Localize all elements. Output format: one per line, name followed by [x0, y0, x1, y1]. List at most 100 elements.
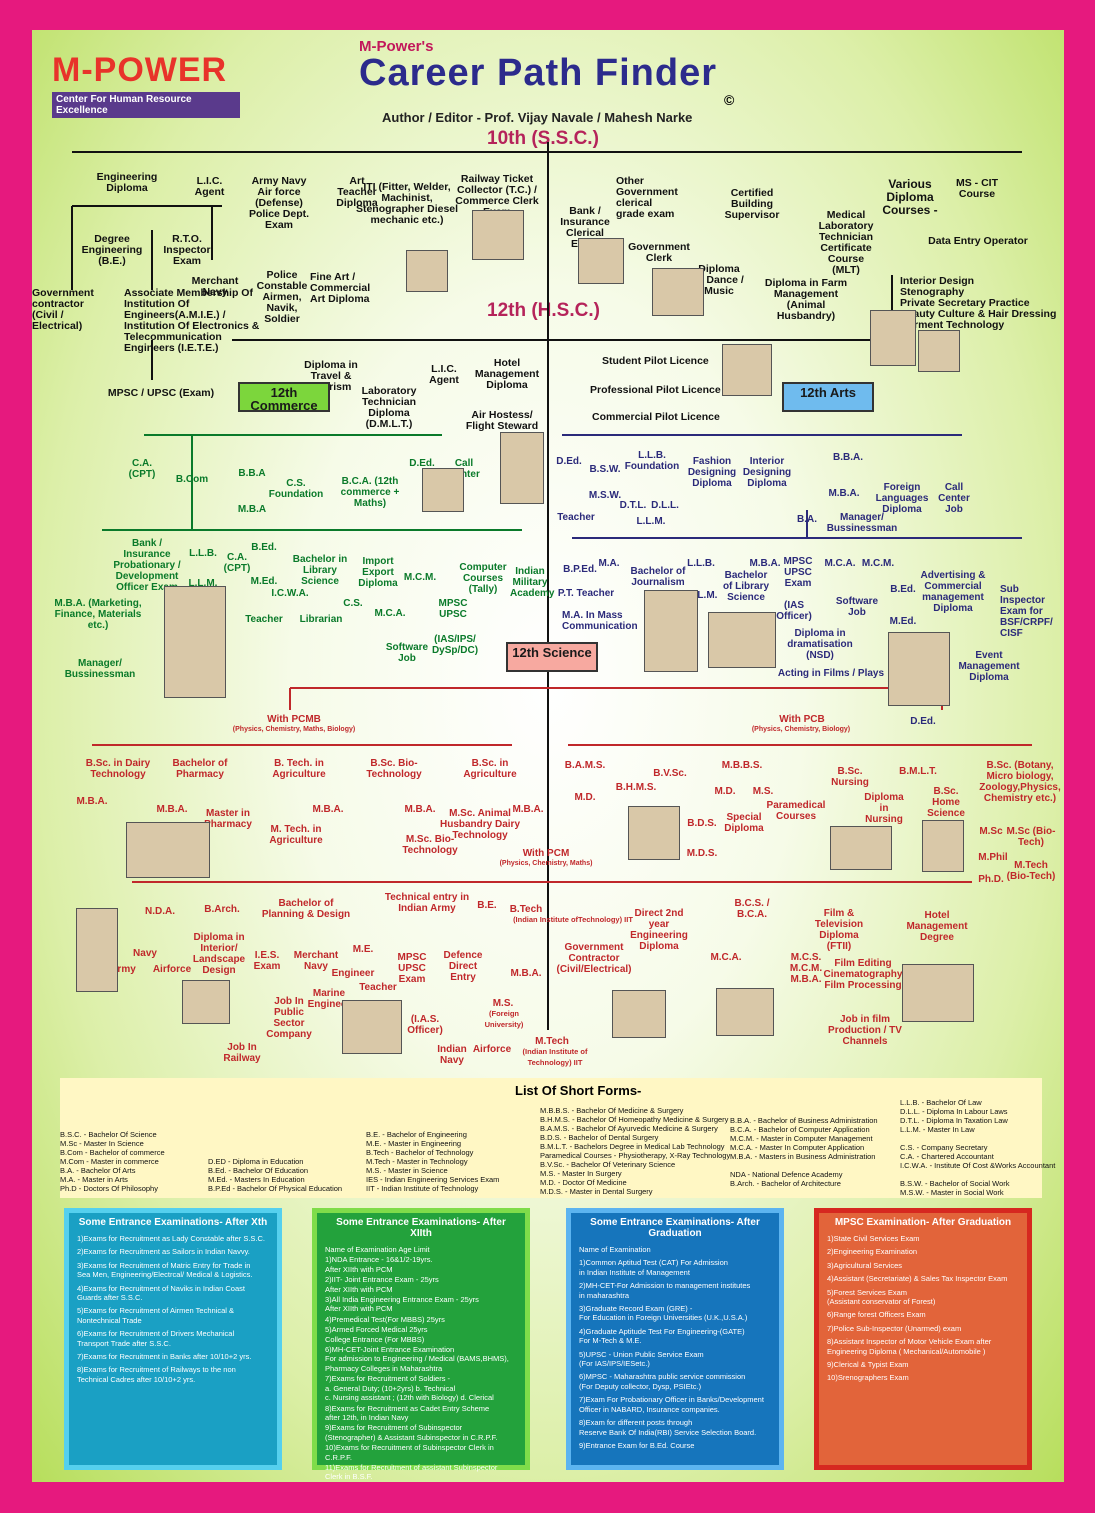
node-advertising: Advertising & Commercial management Dipl… — [920, 570, 986, 614]
node-pcm-mtech: M.Tech — [535, 1036, 569, 1047]
node-dll: D.L.L. — [651, 500, 679, 511]
node-com-llm: L.L.M. — [188, 578, 218, 589]
short-form: L.L.B. - Bachelor Of Law — [900, 1098, 982, 1107]
hub-arts: 12th Arts — [782, 382, 874, 412]
node-bsc-biotech: B.Sc. Bio-Technology — [366, 758, 422, 780]
artist-illustration — [406, 250, 448, 292]
node-various-diploma: Various Diploma Courses - — [882, 177, 938, 217]
node-fine-art: Fine Art / Commercial Art Diploma — [310, 271, 371, 305]
level-hsc: 12th (H.S.C.) — [487, 300, 600, 321]
exam-item: 7)Police Sub-Inspector (Unarmed) exam — [827, 1323, 962, 1333]
call-center-illustration — [422, 468, 464, 512]
node-pcm-mba: M.B.A. — [510, 968, 542, 979]
node-pcb-md2: M.D. — [714, 786, 736, 797]
node-ms-cit: MS - CIT Course — [956, 177, 998, 200]
node-bca: B.C.A. (12th commerce + Maths) — [340, 476, 400, 509]
short-forms-col-3: B.E. - Bachelor of Engineering M.E. - Ma… — [366, 1130, 499, 1193]
node-m-pharmacy: Master in Pharmacy — [204, 808, 252, 830]
node-air-hostess: Air Hostess/ Flight Steward — [465, 409, 539, 432]
short-forms-spacer — [730, 1161, 878, 1170]
node-pcb-md1: M.D. — [574, 792, 596, 803]
copyright-mark: © — [724, 92, 735, 108]
node-arts-mca: M.C.A. — [824, 558, 856, 569]
poster: M-POWER Center For Human Resource Excell… — [32, 30, 1064, 1482]
node-pcmb-mba3: M.B.A. — [312, 804, 344, 815]
node-mcs-mcm-mba: M.C.S. M.C.M. M.B.A. — [789, 952, 823, 985]
node-arts-mcm: M.C.M. — [861, 558, 895, 569]
bank-job-illustration — [578, 238, 624, 284]
node-pcm-airforce: Airforce — [472, 1044, 512, 1055]
node-hotel-mgmt-degree: Hotel Management Degree — [906, 910, 968, 943]
exam-item: 11)Exams for Recruitment of assistant Su… — [325, 1462, 498, 1482]
short-form: B.A.M.S. - Bachelor Of Ayurvedic Medicin… — [540, 1124, 718, 1133]
node-arts-llm: L.L.M. — [636, 516, 666, 527]
engineer-illustration — [612, 990, 666, 1038]
short-form: B.A. - Bachelor Of Arts — [60, 1166, 136, 1175]
short-form: D.T.L. - Diploma In Taxation Law — [900, 1116, 1008, 1125]
node-com-mpsc: MPSC UPSC — [438, 598, 468, 620]
level-ssc: 10th (S.S.C.) — [487, 128, 599, 149]
exam-item: 3)Agricultural Services — [827, 1260, 903, 1270]
journalist-illustration — [644, 590, 698, 672]
node-arts-teacher: Teacher — [557, 512, 595, 523]
node-arts-ded2: D.Ed. — [910, 716, 936, 727]
short-forms-panel: List Of Short Forms- B.S.C. - Bachelor O… — [60, 1078, 1055, 1198]
computer-operator-illustration — [716, 988, 774, 1036]
node-sub-inspector: Sub Inspector Exam for BSF/CRPF/ CISF — [1000, 584, 1053, 639]
node-pcm-ms: M.S. — [492, 998, 514, 1009]
node-me: M.E. — [352, 944, 374, 955]
node-public-sector: Job In Public Sector Company — [266, 996, 312, 1040]
short-form: B.S.W. - Bachelor of Social Work — [900, 1179, 1010, 1188]
node-pcmb-mba2: M.B.A. — [156, 804, 188, 815]
node-bsw: B.S.W. — [589, 464, 621, 475]
node-bsc-general: B.Sc. (Botany, Micro biology, Zoology,Ph… — [979, 760, 1061, 804]
short-form: B.Com - Bachelor of commerce — [60, 1148, 165, 1157]
short-form: B.E. - Bachelor of Engineering — [366, 1130, 467, 1139]
exam-item: 9)Exams for Recruitment of Subinspector … — [325, 1423, 498, 1442]
exam-item: 4)Premedical Test(For MBBS) 25yrs — [325, 1314, 445, 1324]
short-form: B.D.S. - Bachelor of Dental Surgery — [540, 1133, 659, 1142]
lawyer-illustration — [164, 586, 226, 698]
node-bank-probationary: Bank / Insurance Probationary / Developm… — [113, 538, 181, 593]
node-msc1: M.Sc — [979, 826, 1003, 837]
node-btech-agri: B. Tech. in Agriculture — [272, 758, 326, 780]
exam-item: 8)Exam for different posts through Reser… — [579, 1418, 757, 1437]
diploma-item: Private Secretary Practice — [900, 297, 1030, 309]
short-form: C.S. - Company Secretary — [900, 1143, 988, 1152]
node-planning-design: Bachelor of Planning & Design — [261, 898, 351, 920]
doctor-illustration — [628, 806, 680, 860]
node-arts-llm2: L.L.M. — [688, 590, 718, 601]
short-form: M.B.A. - Masters in Business Administrat… — [730, 1152, 876, 1161]
node-com-cs: C.S. — [343, 598, 363, 609]
exam-item: 4)Exams for Recruitment of Naviks in Ind… — [77, 1283, 245, 1303]
exams-after-graduation-box: Some Entrance Examinations- After Gradua… — [566, 1208, 784, 1470]
node-pcm-teacher: Teacher — [359, 982, 397, 993]
node-hotel-mgmt: Hotel Management Diploma — [474, 357, 540, 391]
exam-item: 6)MH-CET-Joint Entrance Examination For … — [325, 1345, 509, 1373]
node-engineering-diploma: Engineering Diploma — [96, 171, 158, 194]
box-title: Some Entrance Examinations- After Xth — [78, 1217, 268, 1228]
secretary-illustration — [918, 330, 960, 372]
node-bba: B.B.A — [238, 468, 266, 479]
diploma-item: Beauty Culture & Hair Dressing — [900, 308, 1057, 320]
exam-item: 1)Common Aptitud Test (CAT) For Admissio… — [579, 1258, 728, 1277]
node-arts-mba: M.B.A. — [828, 488, 860, 499]
node-navy: Navy — [133, 948, 157, 959]
short-form: B.H.M.S. - Bachelor Of Homeopathy Medici… — [540, 1115, 729, 1124]
mpsc-exams-box: MPSC Examination- After Graduation 1)Sta… — [814, 1208, 1032, 1470]
node-interior-landscape: Diploma in Interior/ Landscape Design — [192, 932, 246, 976]
node-marine-engineer: Marine Engineer — [307, 988, 351, 1010]
node-dtl: D.T.L. — [619, 500, 647, 511]
node-com-ded: D.Ed. — [409, 458, 435, 469]
camera-illustration — [902, 964, 974, 1022]
node-foreign-languages: Foreign Languages Diploma — [875, 482, 929, 515]
node-btech-iit: (Indian Institute ofTechnology) IIT — [513, 915, 633, 924]
node-com-software: Software Job — [385, 642, 429, 664]
node-paramedical: Paramedical Courses — [766, 800, 826, 822]
node-arts-bba: B.B.A. — [833, 452, 863, 463]
node-mlt: Medical Laboratory Technician Certificat… — [818, 209, 874, 276]
node-com-med: M.Ed. — [250, 576, 278, 587]
node-msw: M.S.W. — [588, 490, 622, 501]
node-merchant-navy: Merchant Navy — [191, 275, 239, 298]
